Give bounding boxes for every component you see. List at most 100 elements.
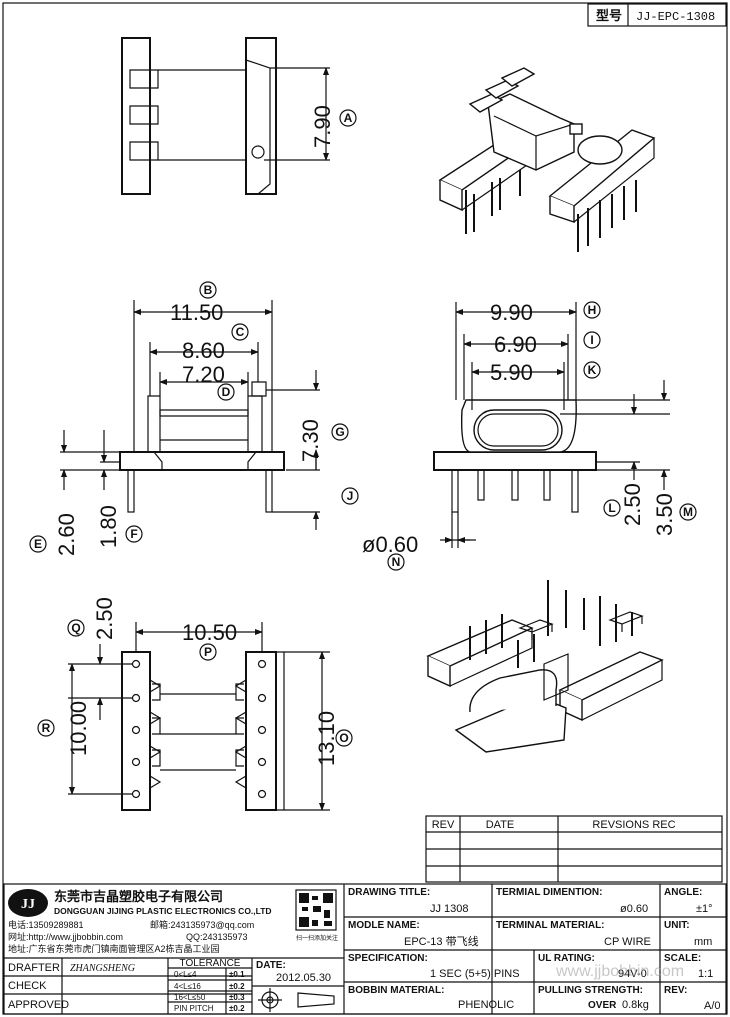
svg-text:I: I (590, 333, 593, 347)
svg-text:H: H (588, 303, 597, 317)
front-view (60, 300, 320, 530)
projection-symbol (258, 988, 335, 1012)
callout-m: M (679, 503, 697, 521)
part-number-header: 型号 JJ-EPC-1308 (587, 3, 727, 27)
callout-l: L (603, 499, 621, 517)
rev-header: REV (432, 819, 455, 831)
dim-b-value: 11.50 (170, 300, 223, 325)
company-name-cn: 东莞市吉晶塑胶电子有限公司 (54, 889, 223, 904)
svg-text:K: K (588, 363, 597, 377)
side-view-right (433, 302, 670, 548)
specification-value: 1 SEC (5+5) PINS (430, 968, 520, 980)
side-view-top (121, 37, 330, 195)
tolerance-range-1: 0<L≤4 (174, 970, 197, 979)
dim-o-value: 13.10 (314, 711, 339, 766)
tolerance-range-3: 16<L≤50 (174, 993, 206, 1002)
bobbin-material-value: PHENOLIC (458, 999, 514, 1011)
dim-h-value: 9.90 (490, 300, 533, 325)
scale-value: 1:1 (698, 968, 713, 980)
callout-markers: A B C D E F G H I J K L M N O P Q R (29, 109, 697, 747)
revisions-header: REVSIONS REC (592, 819, 675, 831)
dim-r-value: 10.00 (66, 701, 91, 756)
svg-text:J: J (347, 489, 354, 503)
tolerance-label: TOLERANCE (180, 958, 241, 969)
company-website: 网址:http://www.jjbobbin.com (8, 931, 123, 942)
svg-text:E: E (34, 537, 42, 551)
drafter-value: ZHANGSHENG (70, 963, 135, 974)
svg-text:N: N (392, 555, 401, 569)
dim-e-value: 2.60 (54, 513, 79, 556)
date-value: 2012.05.30 (276, 972, 331, 984)
angle-value: ±1° (696, 903, 713, 915)
company-phone: 电话:13509289881 (8, 919, 84, 930)
angle-label: ANGLE: (664, 887, 702, 898)
tolerance-range-4: PIN PITCH (174, 1004, 214, 1013)
company-qq: QQ:243135973 (186, 932, 248, 942)
check-label: CHECK (8, 980, 47, 992)
specification-label: SPECIFICATION: (348, 953, 428, 964)
callout-n: N (387, 553, 405, 571)
tolerance-range-2: 4<L≤16 (174, 982, 201, 991)
callout-e: E (29, 535, 47, 553)
terminal-material-value: CP WIRE (604, 936, 651, 948)
svg-text:O: O (339, 731, 348, 745)
pulling-strength-over: OVER (588, 1000, 617, 1011)
title-block: JJ 东莞市吉晶塑胶电子有限公司 DONGGUAN JIJING PLASTIC… (3, 883, 727, 1015)
callout-o: O (335, 729, 353, 747)
svg-text:Q: Q (71, 621, 80, 635)
pulling-strength-value: 0.8kg (622, 999, 649, 1011)
terminal-dimention-value: ø0.60 (620, 903, 648, 915)
rev-value: A/0 (704, 1000, 721, 1012)
dim-d-value: 7.20 (182, 362, 225, 387)
dim-a-value: 7.90 (310, 105, 335, 148)
dim-p-value: 10.50 (182, 620, 237, 645)
bottom-view (68, 622, 330, 811)
tolerance-value-3: ±0.3 (229, 993, 245, 1002)
date-header: DATE (486, 819, 515, 831)
callout-c: C (231, 323, 249, 341)
terminal-material-label: TERMINAL MATERIAL: (496, 920, 605, 931)
tolerance-value-4: ±0.2 (229, 1004, 245, 1013)
svg-text:B: B (204, 283, 213, 297)
rev-label: REV: (664, 985, 687, 996)
tolerance-value-1: ±0.1 (229, 970, 245, 979)
callout-q: Q (67, 619, 85, 637)
scale-label: SCALE: (664, 953, 701, 964)
callout-k: K (583, 361, 601, 379)
isometric-view-top (438, 67, 656, 252)
unit-value: mm (694, 936, 712, 948)
dim-i-value: 6.90 (494, 332, 537, 357)
drafter-label: DRAFTER (8, 962, 60, 974)
date-label: DATE: (256, 960, 286, 971)
svg-text:A: A (344, 111, 353, 125)
unit-label: UNIT: (664, 920, 690, 931)
callout-r: R (37, 719, 55, 737)
company-email: 邮箱:243135973@qq.com (150, 919, 254, 930)
model-name-value: EPC-13 带飞线 (404, 934, 479, 948)
company-address: 地址:广东省东莞市虎门镇南面管理区A2栋吉晶工业园 (8, 943, 220, 954)
svg-text:G: G (335, 425, 344, 439)
callout-i: I (583, 331, 601, 349)
part-header-label: 型号 (596, 8, 622, 23)
svg-text:C: C (236, 325, 245, 339)
company-logo (8, 889, 48, 917)
bobbin-material-label: BOBBIN MATERIAL: (348, 985, 444, 996)
svg-text:P: P (204, 645, 212, 659)
svg-text:R: R (42, 721, 51, 735)
callout-f: F (125, 525, 143, 543)
dim-g-value: 7.30 (298, 419, 323, 462)
svg-text:L: L (608, 501, 615, 515)
dim-n-value: ø0.60 (362, 532, 418, 557)
callout-a: A (339, 109, 357, 127)
callout-j: J (341, 487, 359, 505)
callout-b: B (199, 281, 217, 299)
dim-k-value: 5.90 (490, 360, 533, 385)
callout-d: D (217, 383, 235, 401)
qr-caption: 扫一扫添加关注 (296, 934, 338, 942)
callout-g: G (331, 423, 349, 441)
watermark: www.jjbobbin.com (555, 963, 684, 980)
svg-text:M: M (683, 505, 693, 519)
isometric-view-bottom (426, 580, 664, 753)
revision-table: REV DATE REVSIONS REC (425, 815, 723, 883)
